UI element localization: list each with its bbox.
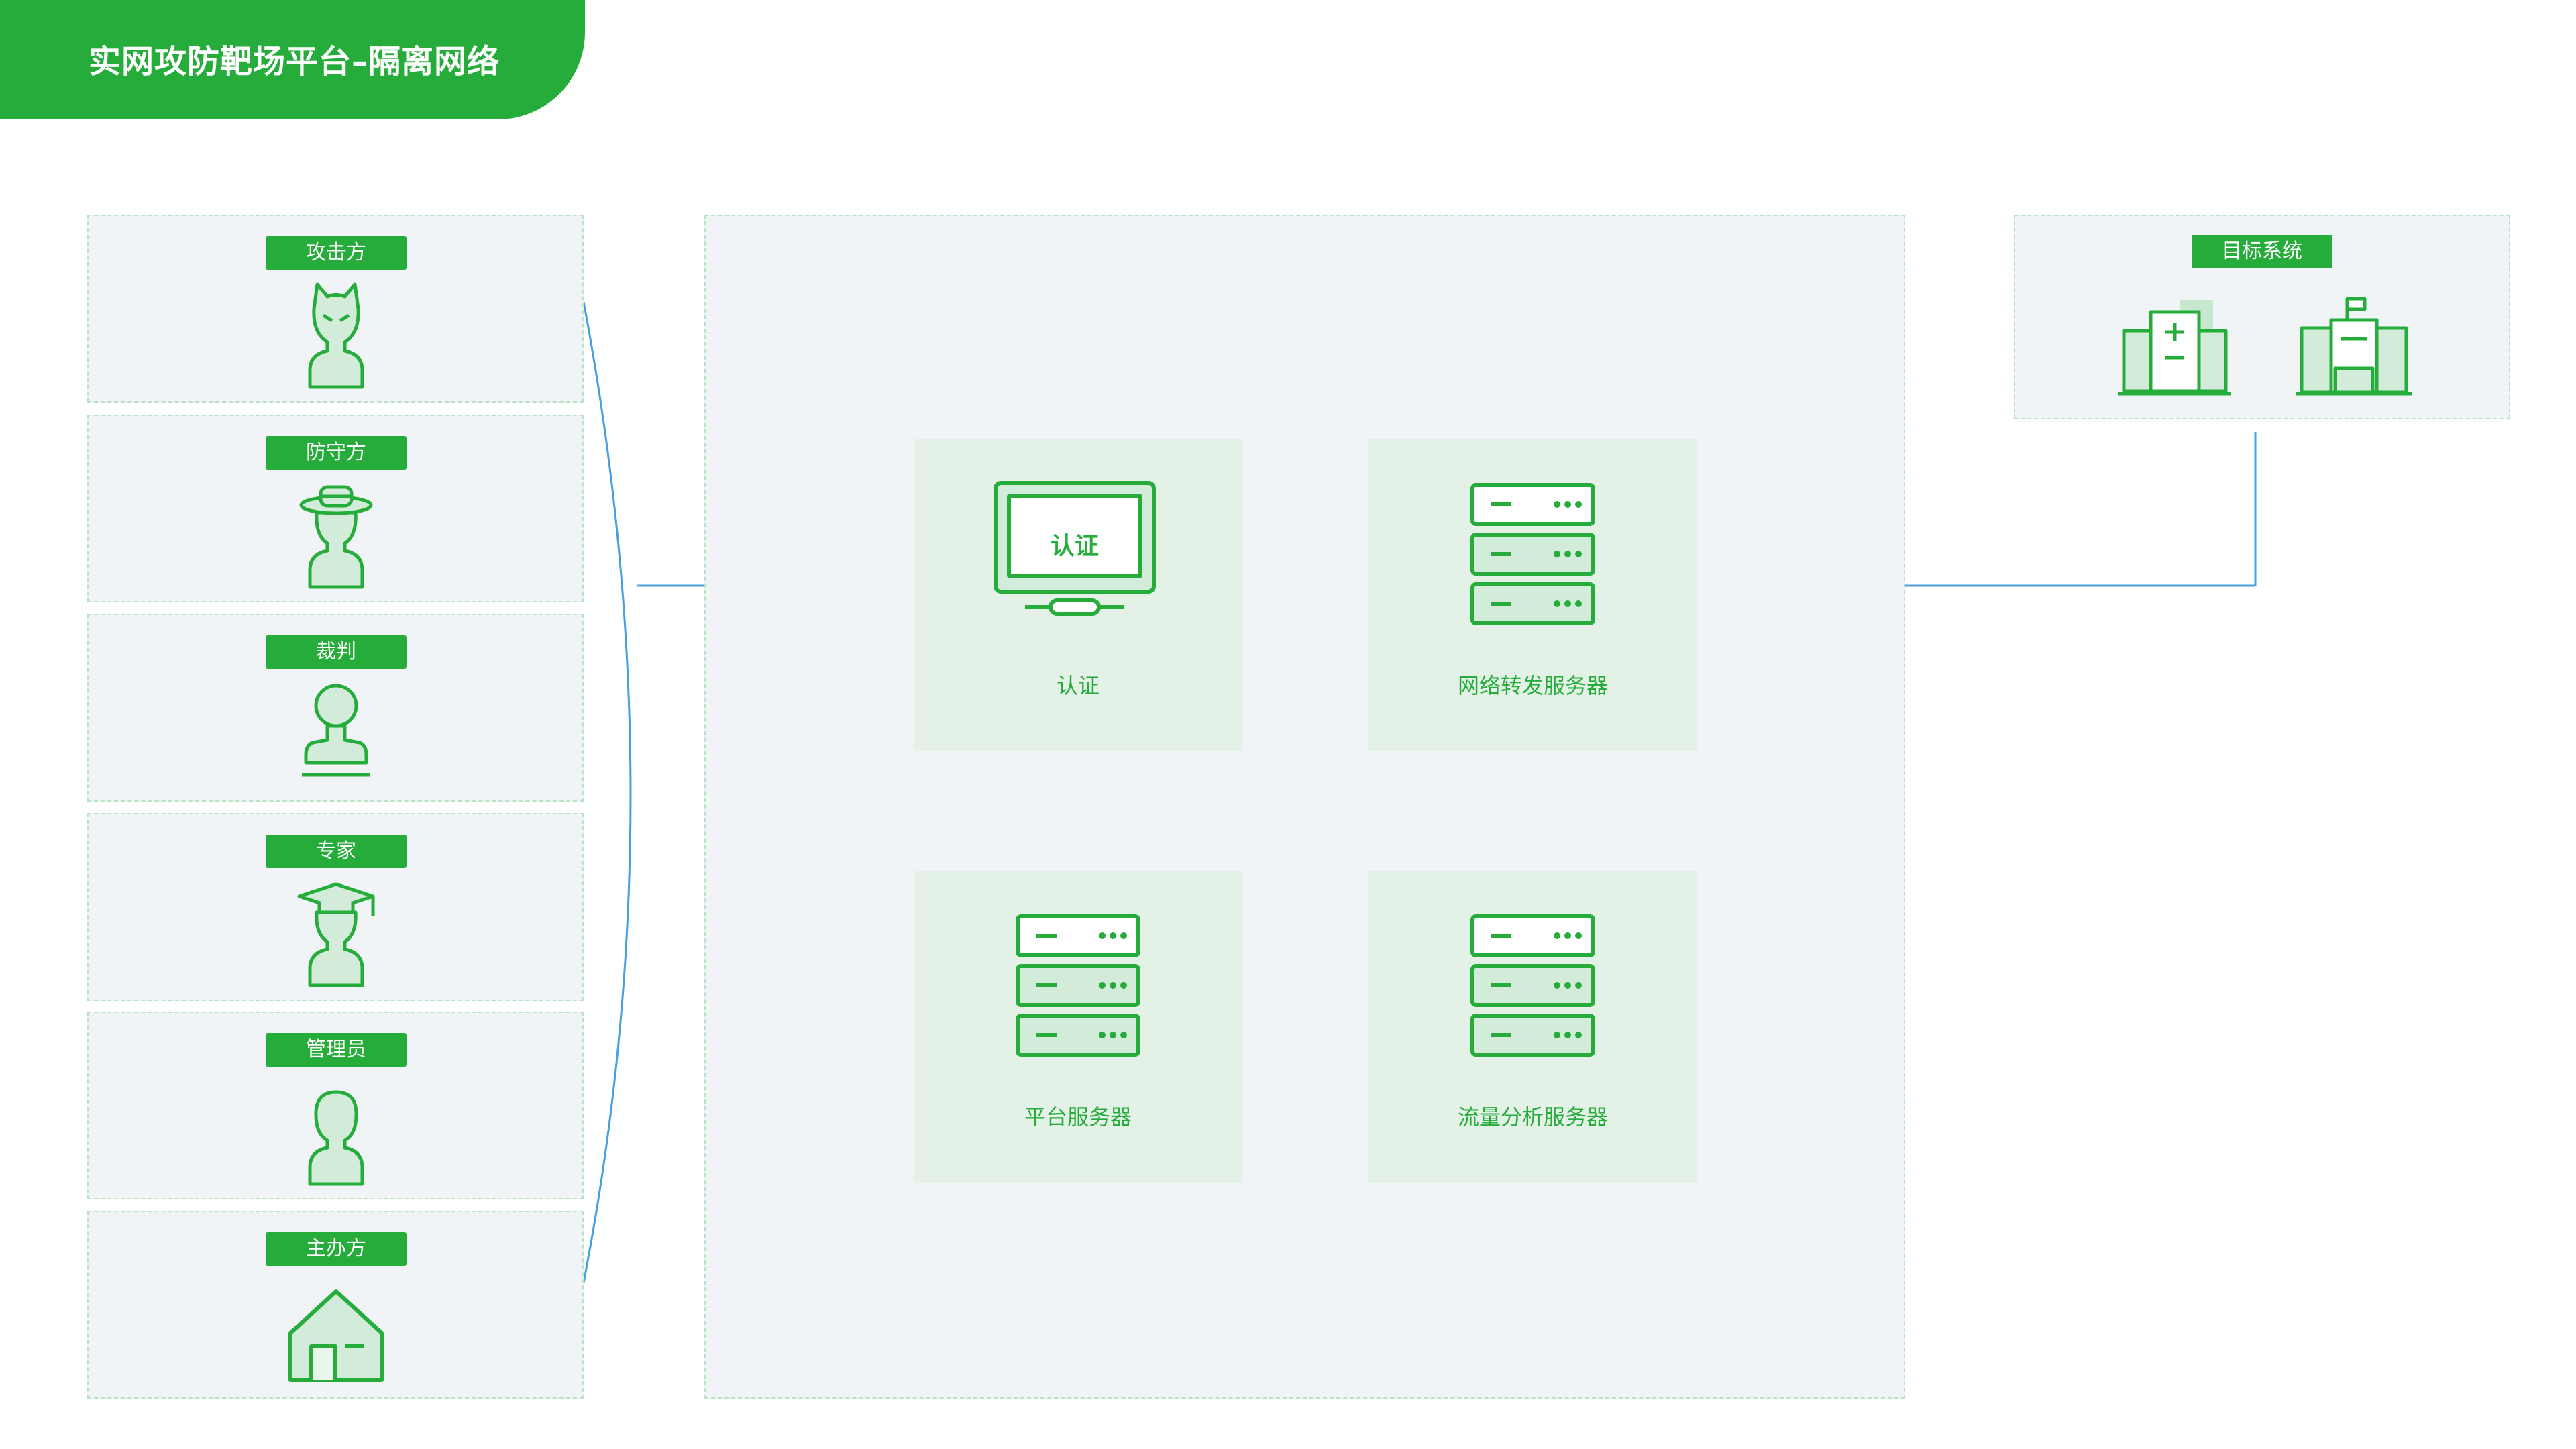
traffic-server-label: 流量分析服务器 xyxy=(1457,1104,1608,1130)
government-building-icon xyxy=(2296,297,2412,396)
platform-server-node: 平台服务器 xyxy=(914,871,1242,1183)
role-card-attacker: 攻击方 xyxy=(87,215,584,402)
forward-server-node: 网络转发服务器 xyxy=(1368,439,1697,751)
monitor-icon xyxy=(994,481,1156,616)
target-system-panel: 目标系统 xyxy=(2014,215,2510,419)
hacker-icon xyxy=(308,282,364,389)
defender-icon xyxy=(299,485,373,589)
platform-server-label: 平台服务器 xyxy=(1024,1104,1132,1130)
role-label-defender: 防守方 xyxy=(266,436,407,470)
server-icon xyxy=(1470,914,1595,1057)
forward-server-label: 网络转发服务器 xyxy=(1457,673,1608,698)
hospital-icon xyxy=(2118,300,2231,396)
role-label-expert: 专家 xyxy=(266,835,407,868)
monitor-screen-text: 认证 xyxy=(1050,533,1099,560)
server-icon xyxy=(1016,914,1140,1057)
server-icon xyxy=(1470,483,1595,625)
auth-node-label: 认证 xyxy=(1056,673,1099,698)
referee-icon xyxy=(302,684,370,777)
role-card-organizer: 主办方 xyxy=(87,1211,584,1399)
target-system-label: 目标系统 xyxy=(2192,235,2332,268)
organizer-house-icon xyxy=(288,1289,384,1382)
title-banner: 实网攻防靶场平台–隔离网络 xyxy=(0,0,585,119)
role-card-admin: 管理员 xyxy=(87,1012,584,1199)
role-card-defender: 防守方 xyxy=(87,415,584,602)
expert-icon xyxy=(297,882,375,987)
admin-icon xyxy=(308,1090,364,1186)
role-card-expert: 专家 xyxy=(87,813,584,1001)
traffic-server-node: 流量分析服务器 xyxy=(1368,871,1697,1183)
isolated-network-panel xyxy=(704,215,1905,1399)
role-label-organizer: 主办方 xyxy=(266,1232,407,1266)
page-title: 实网攻防靶场平台–隔离网络 xyxy=(89,43,500,80)
role-label-referee: 裁判 xyxy=(266,635,407,669)
role-label-admin: 管理员 xyxy=(266,1033,407,1067)
role-label-attacker: 攻击方 xyxy=(266,236,407,270)
role-card-referee: 裁判 xyxy=(87,614,584,802)
auth-node: 认证 认证 xyxy=(914,439,1242,751)
roles-bracket-line xyxy=(582,301,632,1283)
